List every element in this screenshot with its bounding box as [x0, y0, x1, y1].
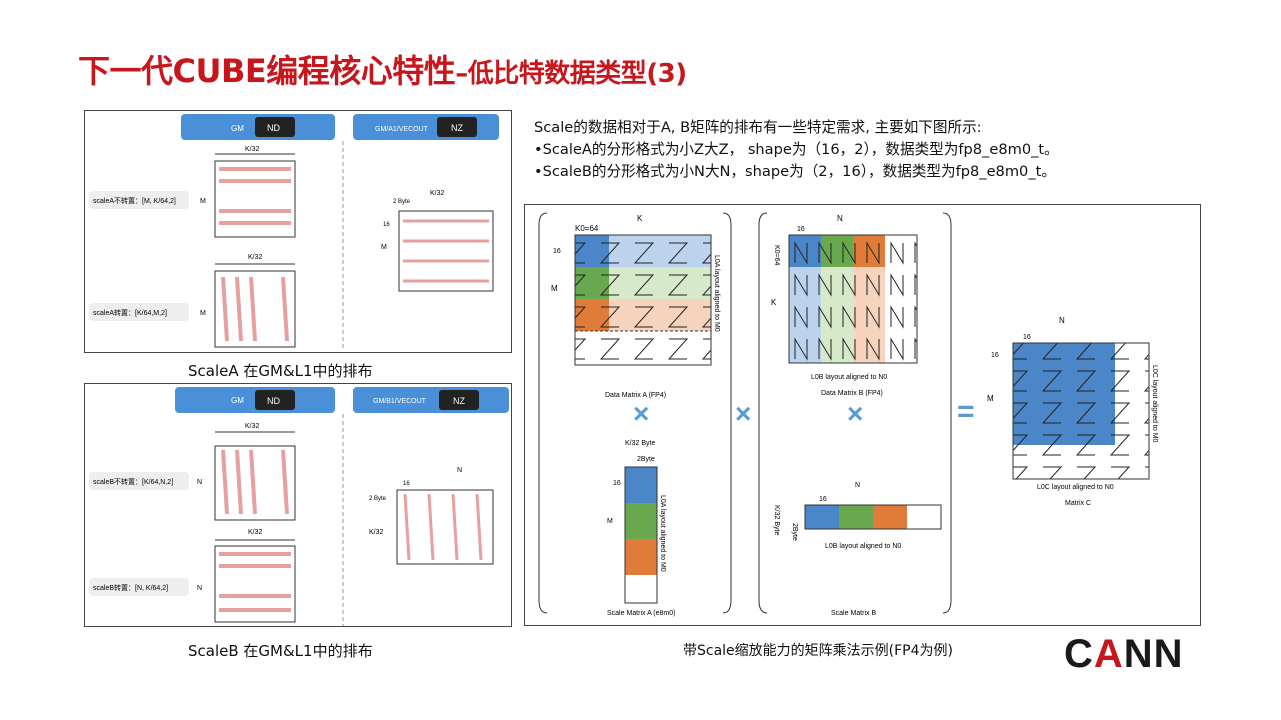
- m-label-3: M: [987, 394, 994, 403]
- desc-line-3: •ScaleB的分形格式为小N大N，shape为（2，16），数据类型为fp8_…: [534, 163, 1056, 180]
- sixteen-label: 16: [553, 248, 561, 255]
- l0b-label: L0B layout aligned to N0: [811, 374, 887, 381]
- description: Scale的数据相对于A, B矩阵的排布有一些特定需求, 主要如下图所示: •S…: [534, 117, 1059, 183]
- nd-label: ND: [267, 123, 280, 133]
- scale-matrix-b-label: Scale Matrix B: [831, 610, 876, 617]
- nd-label: ND: [267, 396, 280, 406]
- nz-label: NZ: [451, 123, 463, 133]
- times-icon-3: ×: [847, 398, 863, 429]
- scaled-matmul-diagram: K0=64 K 16 M L0A layout aligned to M0 Da…: [524, 204, 1201, 626]
- k0-label: K0=64: [575, 224, 599, 233]
- n-label-2: N: [855, 482, 860, 489]
- scaleb-transposed-label: scaleB转置：[N, K/64,2]: [93, 583, 168, 592]
- scalea-not-transposed-label: scaleA不转置：[M, K/64,2]: [93, 196, 176, 205]
- sixteen-label-5: 16: [1023, 334, 1031, 341]
- m-label: M: [200, 198, 206, 205]
- l0c-n-label: L0C layout aligned to N0: [1037, 484, 1114, 491]
- vecout-label: GM/A1/VECOUT: [375, 126, 429, 133]
- byte2-label: 2 Byte: [393, 199, 411, 205]
- l0a-label: L0A layout aligned to M0: [713, 255, 720, 332]
- desc-line-1: Scale的数据相对于A, B矩阵的排布有一些特定需求, 主要如下图所示:: [534, 119, 982, 136]
- m-label-2: M: [607, 518, 613, 525]
- scaleb-layout-panel: GM ND GM/B1/VECOUT NZ K/32 scaleB不转置：[K/…: [84, 383, 512, 627]
- l0a-label-2: L0A layout aligned to M0: [659, 495, 666, 572]
- k-label: K: [637, 214, 643, 223]
- scaleb-caption: ScaleB 在GM&L1中的排布: [188, 642, 373, 660]
- k32-label-2: K/32: [248, 529, 263, 536]
- matmul-figure: K0=64 K 16 M L0A layout aligned to M0 Da…: [538, 212, 1158, 617]
- sixteen-label-3: 16: [797, 226, 805, 233]
- k32-label-3: K/32: [369, 529, 384, 536]
- m-label-3: M: [381, 244, 387, 251]
- n-label-3: N: [1059, 316, 1065, 325]
- gm-label: GM: [231, 124, 244, 133]
- matrix-c-label: Matrix C: [1065, 500, 1091, 507]
- k-label-2: K: [771, 298, 777, 307]
- nz-label: NZ: [453, 396, 465, 406]
- k0b-label: K0=64: [773, 245, 780, 266]
- gm-label: GM: [231, 396, 244, 405]
- page-title: 下一代CUBE编程核心特性–低比特数据类型(3): [78, 52, 687, 90]
- times-icon: ×: [633, 398, 649, 429]
- data-matrix-b-label: Data Matrix B (FP4): [821, 390, 883, 397]
- byte2-label: 2 Byte: [369, 496, 387, 502]
- k32byte-label: K/32 Byte: [625, 440, 655, 447]
- sixteen-label-2: 16: [613, 480, 621, 487]
- scaleb-layout-figure: GM ND GM/B1/VECOUT NZ K/32 scaleB不转置：[K/…: [89, 387, 509, 626]
- n-label-3: N: [457, 467, 462, 474]
- scalea-layout-figure: GM ND GM/A1/VECOUT NZ K/32 scaleA不转置：[M,…: [89, 114, 499, 351]
- k32-label: K/32: [245, 423, 260, 430]
- vecout-label: GM/B1/VECOUT: [373, 398, 427, 405]
- l0b-label-2: L0B layout aligned to N0: [825, 543, 901, 550]
- equals-icon: =: [957, 395, 975, 428]
- sixteen-label: 16: [403, 481, 410, 487]
- byte2-label: 2Byte: [637, 456, 655, 463]
- scale-matrix-a-label: Scale Matrix A (e8m0): [607, 610, 675, 617]
- n-label: N: [197, 479, 202, 486]
- cann-logo: CANN: [1064, 632, 1184, 676]
- scalea-caption: ScaleA 在GM&L1中的排布: [188, 362, 373, 380]
- sixteen-label-6: 16: [991, 352, 999, 359]
- k32byte-label-2: K/32 Byte: [773, 505, 780, 535]
- sixteen-label: 16: [383, 222, 390, 228]
- byte2-label-2: 2Byte: [791, 523, 798, 541]
- k32-label: K/32: [245, 146, 260, 153]
- k32-label-2: K/32: [248, 254, 263, 261]
- m-label: M: [551, 284, 558, 293]
- matmul-caption: 带Scale缩放能力的矩阵乘法示例(FP4为例): [683, 643, 953, 659]
- desc-line-2: •ScaleA的分形格式为小Z大Z， shape为（16，2），数据类型为fp8…: [534, 141, 1059, 158]
- n-label-2: N: [197, 585, 202, 592]
- times-icon-2: ×: [735, 398, 751, 429]
- k32-label-3: K/32: [430, 190, 445, 197]
- m-label-2: M: [200, 310, 206, 317]
- n-label: N: [837, 214, 843, 223]
- l0c-label: L0C layout aligned to M0: [1151, 365, 1158, 443]
- data-matrix-a-label: Data Matrix A (FP4): [605, 392, 666, 399]
- scalea-layout-panel: GM ND GM/A1/VECOUT NZ K/32 scaleA不转置：[M,…: [84, 110, 512, 353]
- sixteen-label-4: 16: [819, 496, 827, 503]
- scalea-transposed-label: scaleA转置：[K/64,M,2]: [93, 308, 167, 317]
- scaleb-not-transposed-label: scaleB不转置：[K/64,N,2]: [93, 477, 173, 486]
